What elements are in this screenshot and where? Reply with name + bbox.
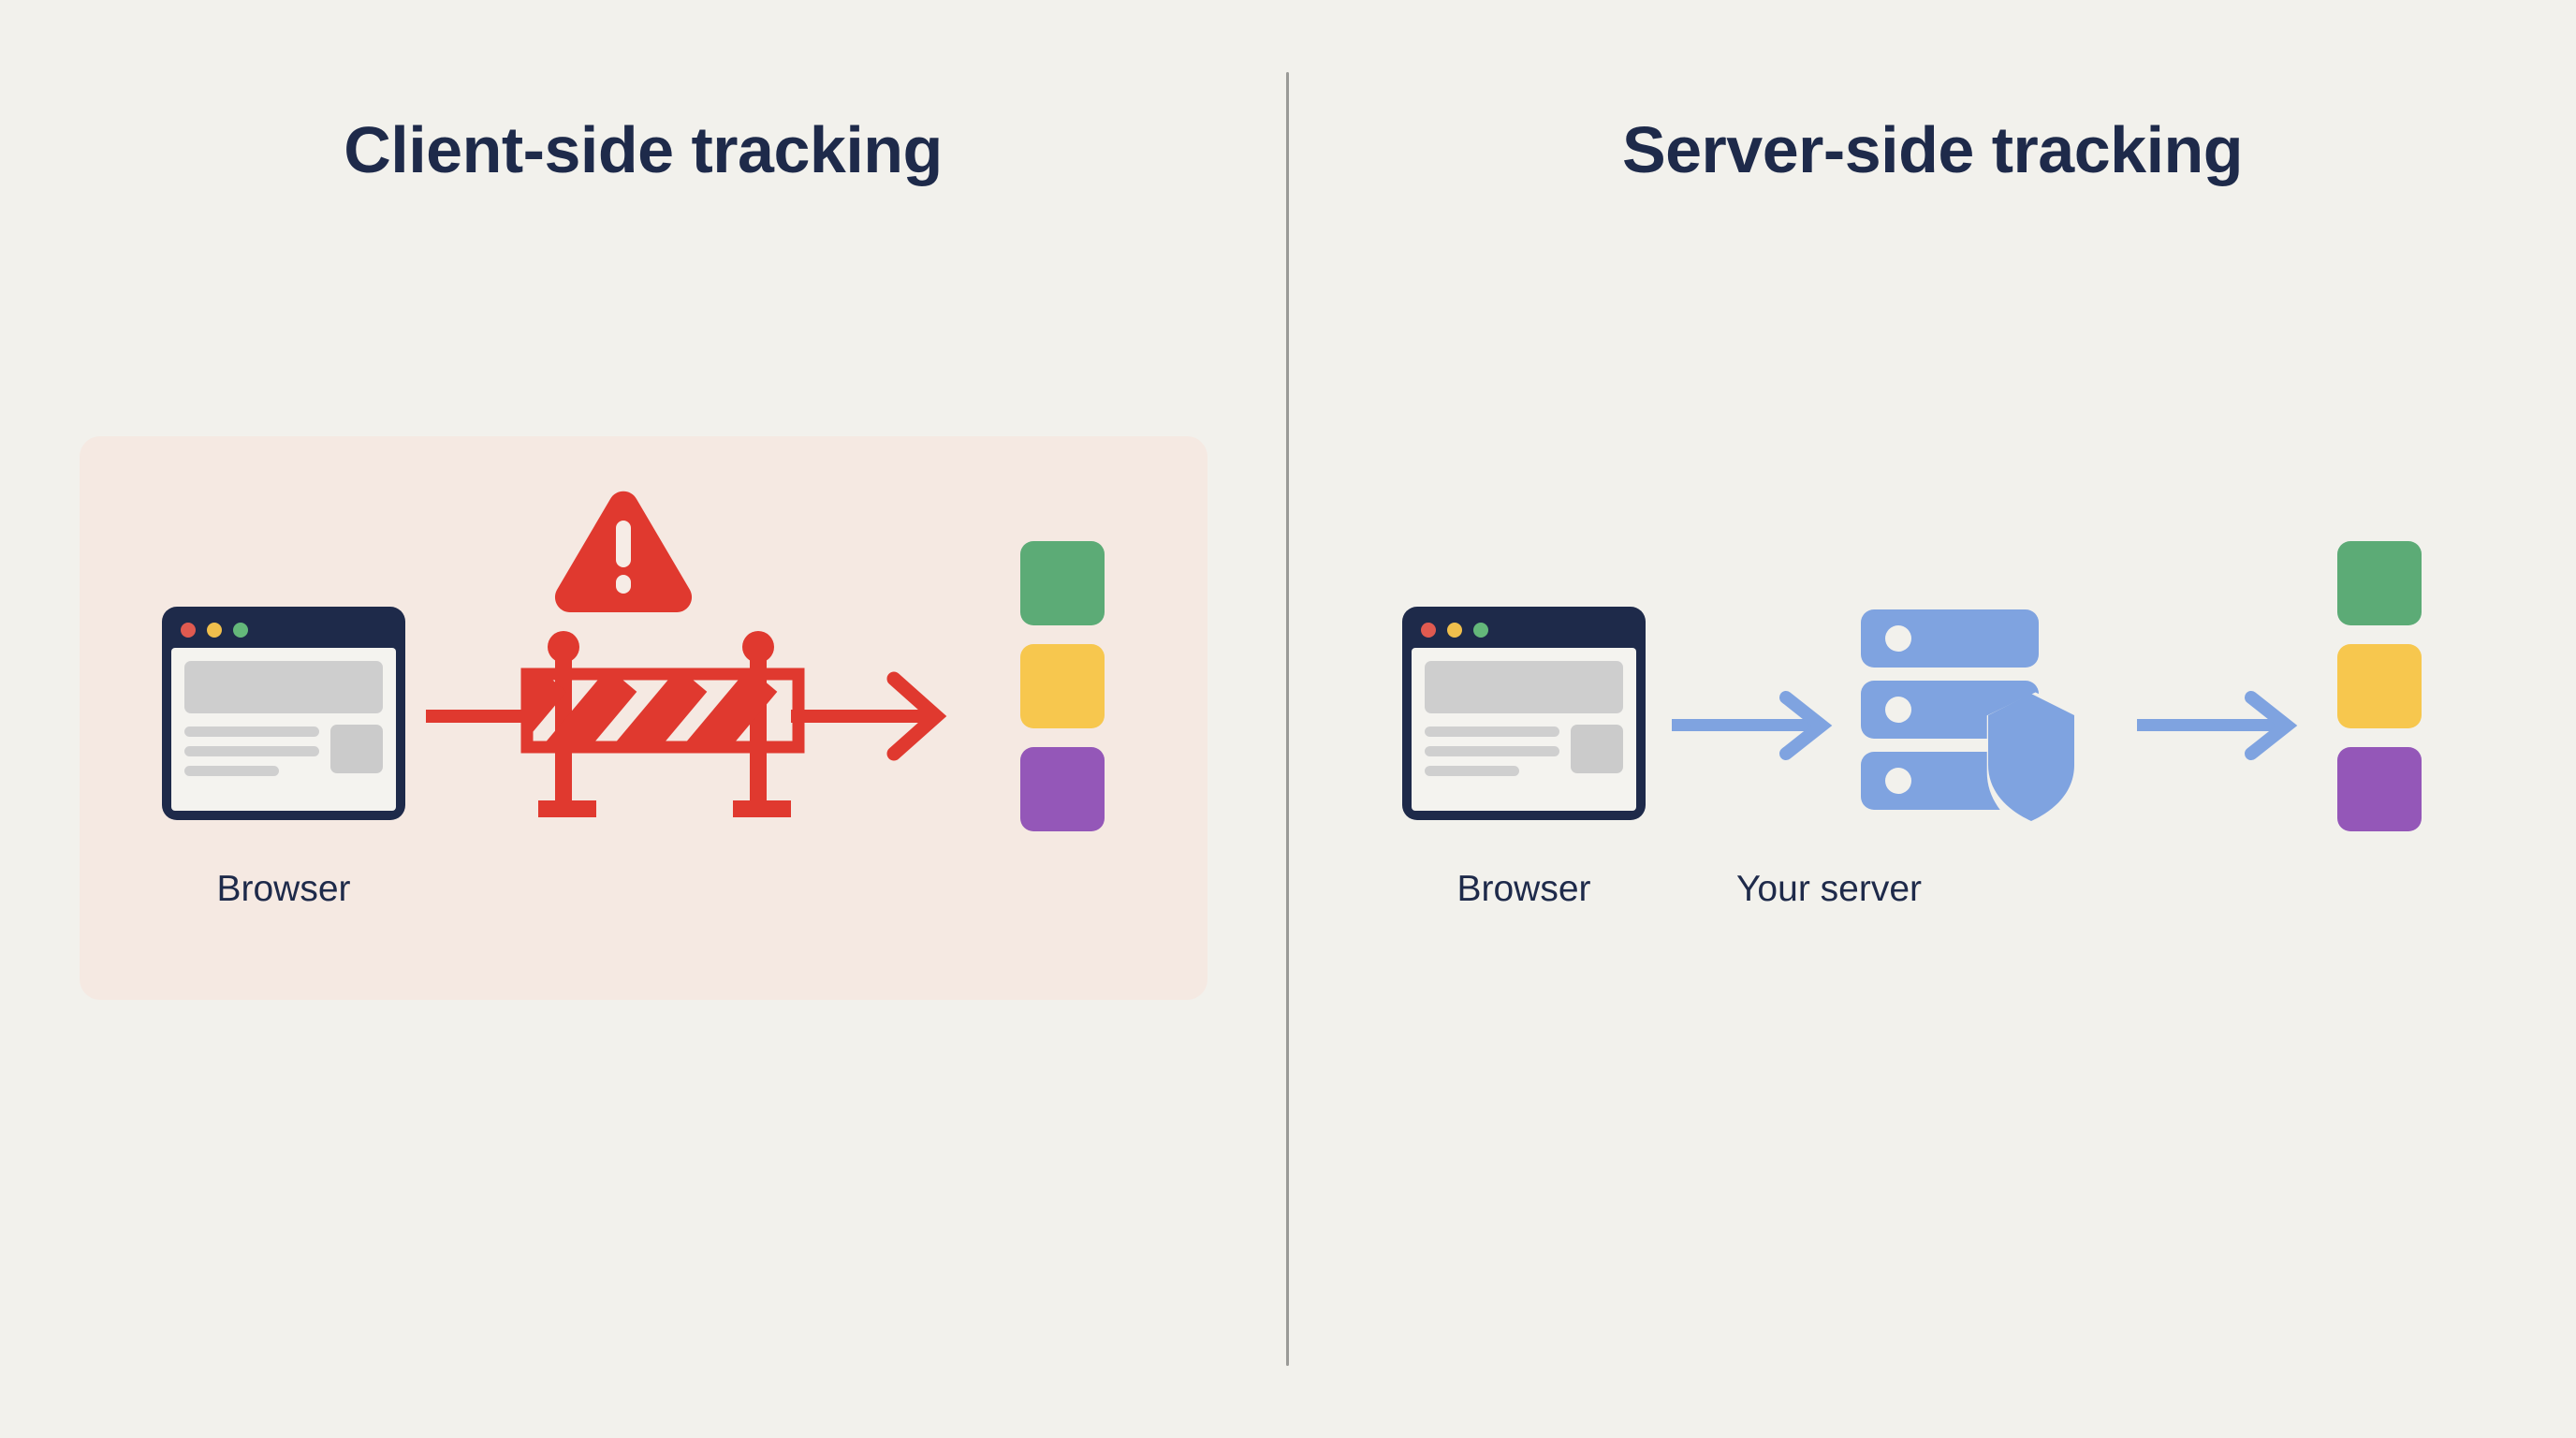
close-dot — [181, 623, 196, 638]
green-destination — [1020, 541, 1105, 625]
browser-traffic-lights — [1421, 623, 1488, 638]
server-browser-label: Browser — [1456, 869, 1591, 909]
yellow-destination — [1020, 644, 1105, 728]
page-text-line — [184, 726, 319, 737]
minimize-dot — [207, 623, 222, 638]
yellow-destination — [2337, 644, 2422, 728]
maximize-dot — [1473, 623, 1488, 638]
page-text-lines — [1425, 725, 1559, 776]
client-browser-node — [162, 607, 405, 820]
maximize-dot — [233, 623, 248, 638]
server-destination-squares — [2337, 541, 2422, 831]
close-dot — [1421, 623, 1436, 638]
warning-triangle-icon — [554, 491, 693, 612]
page-hero-placeholder — [1425, 661, 1623, 713]
client-blocked-flow-group — [417, 468, 988, 861]
page-text-line — [184, 766, 279, 776]
blocked-arrow-shaft — [791, 710, 927, 723]
server-side-panel-title: Server-side tracking — [1621, 113, 2244, 186]
client-browser-label: Browser — [216, 869, 351, 909]
browser-page-content — [171, 648, 396, 811]
browser-window-icon — [162, 607, 405, 820]
browser-window-icon — [1402, 607, 1646, 820]
green-destination — [2337, 541, 2422, 625]
blocked-arrow-stub — [417, 710, 538, 723]
arrow-browser-to-server — [1672, 691, 1833, 760]
server-side-panel: Server-side tracking — [1289, 0, 2576, 1438]
page-body-row — [184, 725, 383, 776]
page-text-line — [1425, 726, 1559, 737]
client-side-panel: Client-side tracking — [0, 0, 1286, 1438]
minimize-dot — [1447, 623, 1462, 638]
page-text-line — [1425, 746, 1559, 756]
server-node-label: Your server — [1736, 869, 1922, 909]
server-browser-node — [1402, 607, 1646, 820]
page-thumbnail-placeholder — [330, 725, 383, 773]
server-shield-icon — [1861, 609, 2085, 837]
road-barricade-icon — [520, 631, 805, 817]
blocked-arrow-head — [886, 671, 947, 761]
browser-traffic-lights — [181, 623, 248, 638]
server-node — [1857, 604, 2108, 843]
client-side-panel-title: Client-side tracking — [344, 113, 943, 186]
purple-destination — [1020, 747, 1105, 831]
browser-page-content — [1412, 648, 1636, 811]
page-thumbnail-placeholder — [1571, 725, 1623, 773]
arrow-head — [2245, 691, 2298, 760]
page-text-line — [1425, 766, 1519, 776]
client-destination-squares — [1020, 541, 1105, 831]
page-text-line — [184, 746, 319, 756]
arrow-server-to-destinations — [2137, 691, 2298, 760]
panel-divider — [1286, 72, 1289, 1366]
shield-icon — [1988, 694, 2074, 821]
page-text-lines — [184, 725, 319, 776]
arrow-head — [1779, 691, 1833, 760]
page-hero-placeholder — [184, 661, 383, 713]
blocked-flow-svg — [417, 491, 947, 817]
purple-destination — [2337, 747, 2422, 831]
page-body-row — [1425, 725, 1623, 776]
